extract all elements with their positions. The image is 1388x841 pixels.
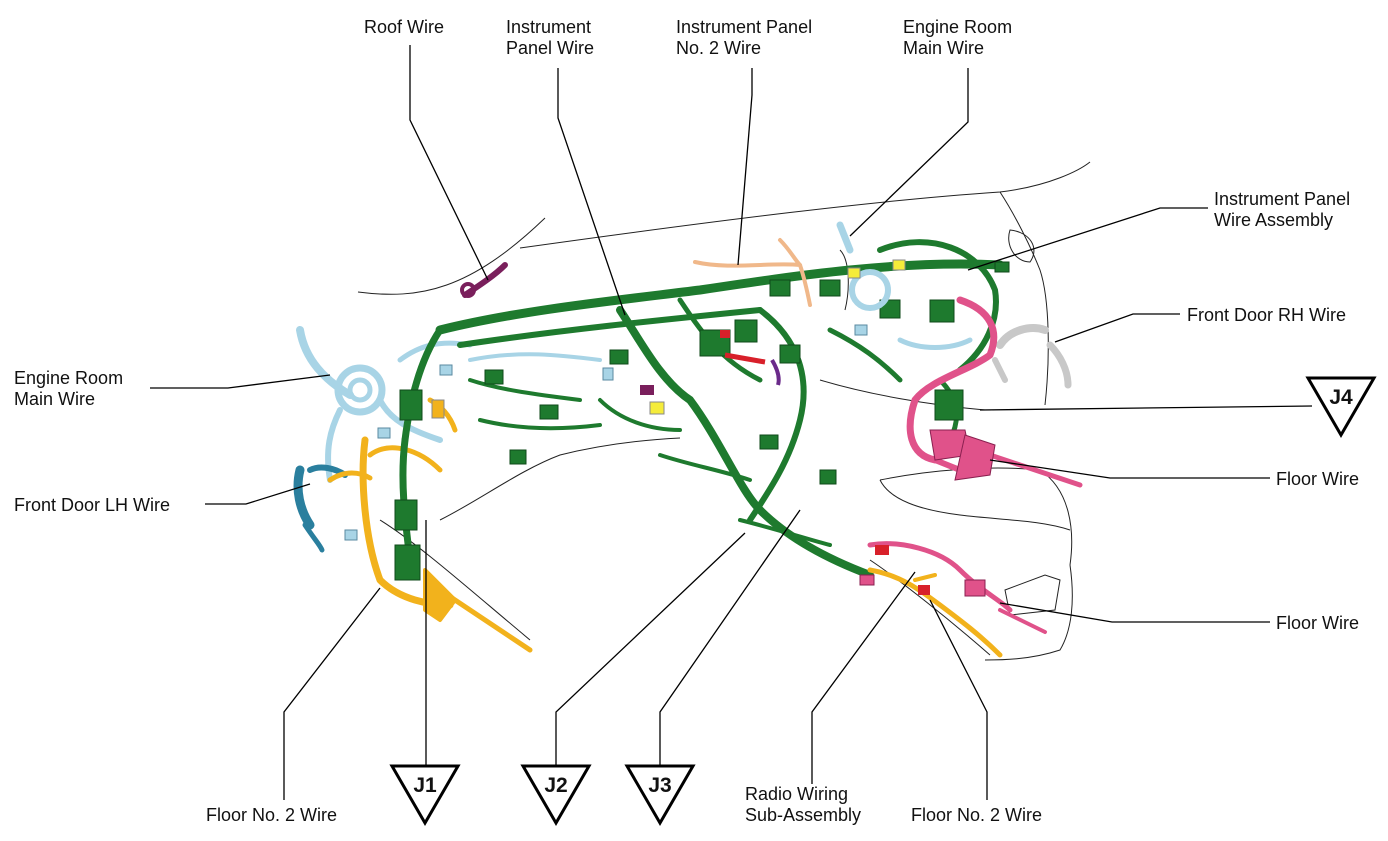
- leader-front-door-lh: [205, 483, 311, 505]
- engine-room-main-wire-right-harness: [836, 221, 973, 350]
- leader-j2: [555, 532, 746, 766]
- label-radio-wiring-sub-assembly: Radio Wiring Sub-Assembly: [745, 784, 861, 825]
- leader-floor-wire-upper: [989, 459, 1270, 479]
- junction-j1: J1: [389, 764, 461, 826]
- label-floor-wire-upper: Floor Wire: [1276, 469, 1359, 489]
- floor-no2-wire-right-harness: [867, 567, 1003, 658]
- floor-wire-blocks: [859, 429, 996, 597]
- leader-floor-no2-left: [283, 587, 381, 800]
- svg-text:J3: J3: [648, 774, 671, 797]
- leader-floor-no2-right: [929, 599, 988, 800]
- leader-front-door-rh: [1054, 313, 1180, 343]
- label-engine-room-main-wire-left: Engine Room Main Wire: [14, 368, 128, 409]
- leader-instrument-panel-no2-wire: [737, 68, 753, 266]
- leader-engine-room-main-top: [849, 68, 969, 237]
- svg-text:J2: J2: [544, 774, 567, 797]
- label-instrument-panel-wire-assembly: Instrument Panel Wire Assembly: [1214, 189, 1355, 230]
- label-engine-room-main-wire-top: Engine Room Main Wire: [903, 17, 1017, 58]
- leader-roof-wire: [409, 45, 489, 281]
- engine-room-main-wire-left-harness: [296, 326, 602, 483]
- front-door-lh-wire-harness: [293, 464, 348, 553]
- labels: Roof Wire Instrument Panel Wire Instrume…: [14, 17, 1359, 825]
- leader-radio-wiring: [811, 571, 916, 784]
- instrument-panel-no2-wire-harness: [693, 238, 812, 307]
- junction-j4: J4: [1305, 376, 1377, 438]
- label-roof-wire: Roof Wire: [364, 17, 444, 37]
- svg-text:J4: J4: [1329, 386, 1353, 409]
- leader-instrument-panel-wire-assembly: [967, 207, 1208, 271]
- leader-floor-wire-lower: [999, 602, 1270, 623]
- floor-wire-harness: [867, 296, 1083, 634]
- label-instrument-panel-wire: Instrument Panel Wire: [506, 17, 596, 58]
- leader-lines: [150, 45, 1313, 800]
- label-front-door-rh-wire: Front Door RH Wire: [1187, 305, 1346, 325]
- leader-instrument-panel-wire: [557, 68, 626, 316]
- label-front-door-lh-wire: Front Door LH Wire: [14, 495, 170, 515]
- front-door-rh-wire-harness: [992, 324, 1072, 389]
- roof-wire-harness: [460, 262, 508, 298]
- junction-j3: J3: [624, 764, 696, 826]
- leader-j4: [979, 405, 1313, 411]
- label-instrument-panel-no2-wire: Instrument Panel No. 2 Wire: [676, 17, 817, 58]
- label-floor-no2-wire-left: Floor No. 2 Wire: [206, 805, 337, 825]
- instrument-panel-connectors: [394, 261, 1010, 581]
- label-floor-wire-lower: Floor Wire: [1276, 613, 1359, 633]
- label-floor-no2-wire-right: Floor No. 2 Wire: [911, 805, 1042, 825]
- highlight-connectors: [344, 259, 930, 595]
- leader-j3: [659, 509, 801, 766]
- svg-text:J1: J1: [413, 774, 437, 797]
- leader-engine-room-main-left: [150, 374, 331, 389]
- junction-j2: J2: [520, 764, 592, 826]
